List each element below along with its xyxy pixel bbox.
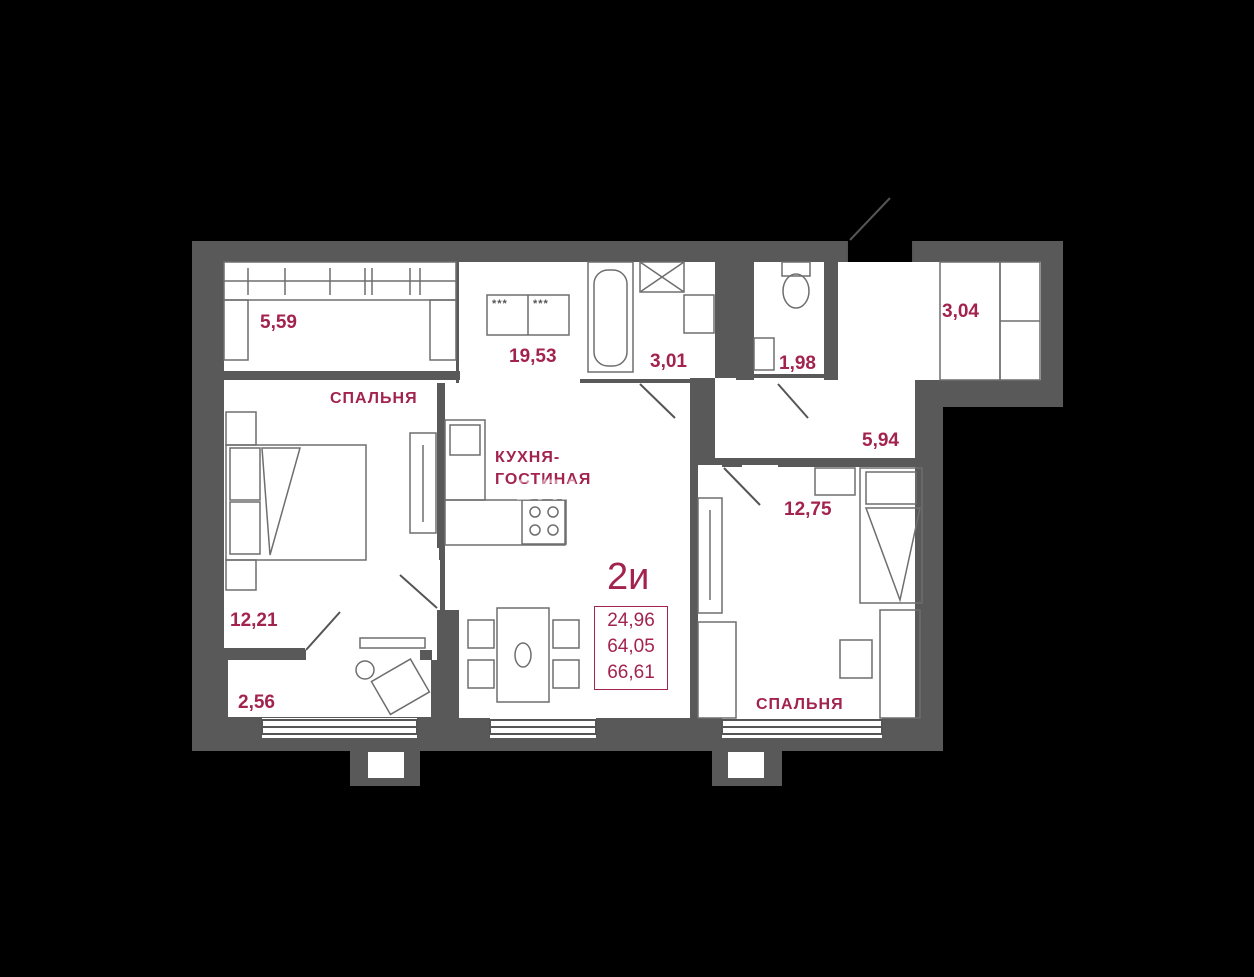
room-area-kitchen: 19,53 [509, 346, 557, 367]
total-area-with-balcony: 66,61 [607, 662, 655, 683]
windows [261, 719, 883, 735]
watermark: ВЛАДИС [515, 474, 657, 507]
kitchen-counters [444, 294, 570, 546]
toilet [781, 261, 811, 309]
room-label-bedroom-left: СПАЛЬНЯ [330, 390, 418, 407]
room-area-storage: 3,04 [942, 301, 979, 322]
room-area-balcony: 2,56 [238, 692, 275, 713]
bath-fixtures [587, 261, 775, 373]
wardrobe-rail [223, 261, 457, 361]
room-area-bedroom-right: 12,75 [784, 499, 832, 520]
room-area-toilet: 1,98 [779, 353, 816, 374]
room-area-hallway: 5,94 [862, 430, 899, 451]
stove-mark-2: *** [533, 298, 549, 310]
bed-right [697, 467, 923, 719]
room-area-wardrobe: 5,59 [260, 312, 297, 333]
total-area: 64,05 [607, 636, 655, 657]
dining-table [467, 607, 580, 703]
room-label-kitchen: КУХНЯ- ГОСТИНАЯ [495, 447, 591, 491]
bed-left [225, 411, 367, 591]
apartment-type-code: 2и [607, 556, 650, 598]
tv-unit-left [409, 432, 437, 534]
room-area-bathroom: 3,01 [650, 351, 687, 372]
balcony-chair [355, 637, 431, 716]
room-label-bedroom-right: СПАЛЬНЯ [756, 696, 844, 713]
room-label-kitchen-line1: КУХНЯ- [495, 449, 561, 466]
living-area: 24,96 [607, 610, 655, 631]
partitions [224, 262, 915, 720]
doors [305, 197, 914, 651]
storage-wardrobe [939, 261, 1041, 381]
area-summary-box: 24,96 64,05 66,61 [594, 606, 668, 690]
room-area-bedroom-left: 12,21 [230, 610, 278, 631]
room-label-kitchen-line2: ГОСТИНАЯ [495, 471, 592, 488]
stove-mark-1: *** [492, 298, 508, 310]
